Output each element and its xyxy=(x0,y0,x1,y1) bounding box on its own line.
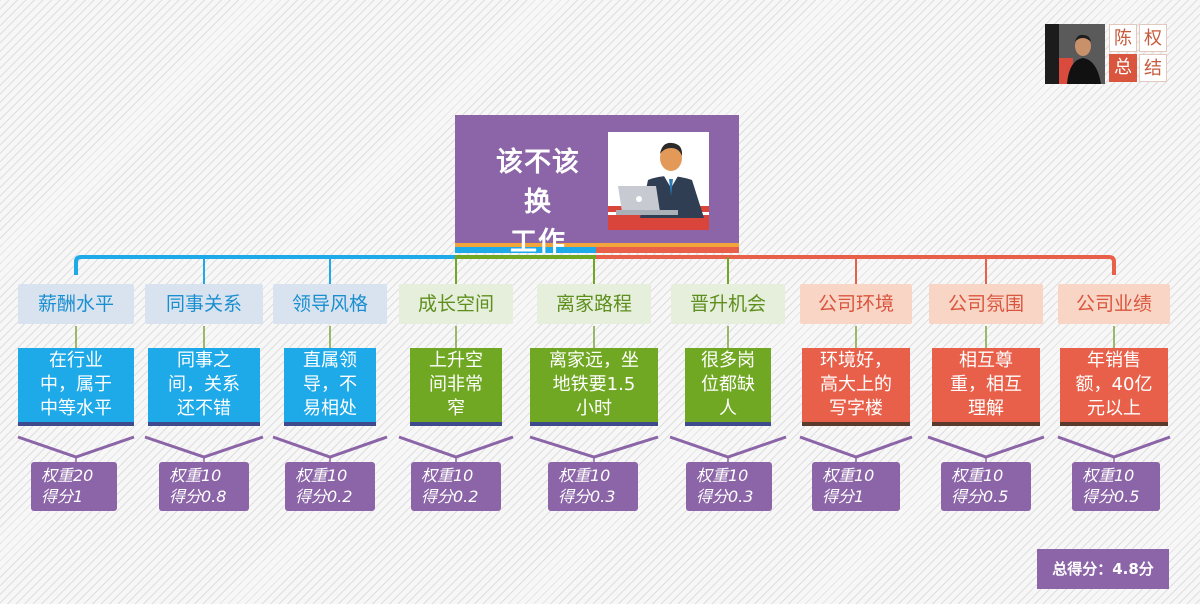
desc-line: 中，属于 xyxy=(40,374,112,395)
brand-char-1: 陈 xyxy=(1109,24,1137,52)
weight-text: 权重10 xyxy=(169,466,222,485)
desc-line: 直属领 xyxy=(303,350,357,371)
desc-line: 同事之 xyxy=(177,350,231,371)
desc-line: 写字楼 xyxy=(829,398,883,419)
description-atmosphere[interactable]: 相互尊重，相互理解 xyxy=(932,348,1040,426)
desc-line: 人 xyxy=(719,398,737,419)
desc-line: 离家远，坐 xyxy=(549,350,639,371)
desc-line: 额，40亿 xyxy=(1075,374,1153,395)
category-promotion[interactable]: 晋升机会 xyxy=(671,284,785,324)
desc-line: 导，不 xyxy=(303,374,357,395)
description-environment[interactable]: 环境好， 高大上的写字楼 xyxy=(802,348,910,426)
points-text: 得分0.8 xyxy=(169,487,227,506)
score-environment[interactable]: 权重10 得分1 xyxy=(812,462,900,511)
category-salary[interactable]: 薪酬水平 xyxy=(18,284,134,324)
desc-line: 还不错 xyxy=(177,398,231,419)
central-topic[interactable]: 该不该换 工作 xyxy=(455,115,739,258)
businessman-laptop-illustration xyxy=(608,132,709,230)
category-atmosphere[interactable]: 公司氛围 xyxy=(929,284,1043,324)
total-score[interactable]: 总得分：4.8分 xyxy=(1037,549,1169,589)
description-salary[interactable]: 在行业中，属于中等水平 xyxy=(18,348,134,426)
points-text: 得分0.3 xyxy=(558,487,616,506)
score-salary[interactable]: 权重20 得分1 xyxy=(31,462,117,511)
score-promotion[interactable]: 权重10 得分0.3 xyxy=(686,462,772,511)
weight-text: 权重10 xyxy=(696,466,749,485)
description-promotion[interactable]: 很多岗位都缺人 xyxy=(685,348,771,426)
points-text: 得分0.2 xyxy=(295,487,353,506)
category-commute[interactable]: 离家路程 xyxy=(537,284,651,324)
desc-line: 中等水平 xyxy=(40,398,112,419)
title-line-2: 工作 xyxy=(510,227,566,258)
points-text: 得分1 xyxy=(41,487,84,506)
title-line-1: 该不该换 xyxy=(496,147,580,218)
category-environment[interactable]: 公司环境 xyxy=(800,284,912,324)
central-topic-title: 该不该换 工作 xyxy=(483,143,593,263)
desc-line: 间，关系 xyxy=(168,374,240,395)
description-colleagues[interactable]: 同事之间，关系还不错 xyxy=(148,348,260,426)
desc-line: 小时 xyxy=(576,398,612,419)
category-leadership[interactable]: 领导风格 xyxy=(273,284,387,324)
weight-text: 权重20 xyxy=(41,466,94,485)
description-growth[interactable]: 上升空间非常窄 xyxy=(410,348,502,426)
desc-line: 元以上 xyxy=(1087,398,1141,419)
points-text: 得分1 xyxy=(822,487,865,506)
desc-line: 高大上的 xyxy=(820,374,892,395)
brand-badge: 陈 权 总 结 xyxy=(1045,24,1169,84)
weight-text: 权重10 xyxy=(295,466,348,485)
description-leadership[interactable]: 直属领导，不易相处 xyxy=(284,348,376,426)
category-performance[interactable]: 公司业绩 xyxy=(1058,284,1170,324)
desc-line: 易相处 xyxy=(303,398,357,419)
score-atmosphere[interactable]: 权重10 得分0.5 xyxy=(941,462,1031,511)
weight-text: 权重10 xyxy=(1082,466,1135,485)
desc-line: 年销售 xyxy=(1087,350,1141,371)
score-leadership[interactable]: 权重10 得分0.2 xyxy=(285,462,375,511)
brand-char-4: 结 xyxy=(1139,54,1167,82)
desc-line: 很多岗 xyxy=(701,350,755,371)
score-commute[interactable]: 权重10 得分0.3 xyxy=(548,462,638,511)
weight-text: 权重10 xyxy=(822,466,875,485)
score-performance[interactable]: 权重10 得分0.5 xyxy=(1072,462,1160,511)
brand-char-2: 权 xyxy=(1139,24,1167,52)
category-growth[interactable]: 成长空间 xyxy=(399,284,513,324)
desc-line: 窄 xyxy=(447,398,465,419)
desc-line: 上升空 xyxy=(429,350,483,371)
score-growth[interactable]: 权重10 得分0.2 xyxy=(411,462,501,511)
points-text: 得分0.3 xyxy=(696,487,754,506)
weight-text: 权重10 xyxy=(421,466,474,485)
points-text: 得分0.2 xyxy=(421,487,479,506)
description-performance[interactable]: 年销售额，40亿元以上 xyxy=(1060,348,1168,426)
desc-line: 理解 xyxy=(968,398,1004,419)
description-commute[interactable]: 离家远，坐地铁要1.5 小时 xyxy=(530,348,658,426)
desc-line: 重，相互 xyxy=(950,374,1022,395)
desc-line: 地铁要1.5 xyxy=(552,374,636,395)
desc-line: 环境好， xyxy=(820,350,892,371)
desc-line: 相互尊 xyxy=(959,350,1013,371)
brand-char-3: 总 xyxy=(1109,54,1137,82)
weight-text: 权重10 xyxy=(951,466,1004,485)
desc-line: 间非常 xyxy=(429,374,483,395)
points-text: 得分0.5 xyxy=(951,487,1009,506)
points-text: 得分0.5 xyxy=(1082,487,1140,506)
desc-line: 在行业 xyxy=(49,350,103,371)
presenter-photo xyxy=(1045,24,1105,84)
weight-text: 权重10 xyxy=(558,466,611,485)
desc-line: 位都缺 xyxy=(701,374,755,395)
category-colleagues[interactable]: 同事关系 xyxy=(145,284,263,324)
score-colleagues[interactable]: 权重10 得分0.8 xyxy=(159,462,249,511)
